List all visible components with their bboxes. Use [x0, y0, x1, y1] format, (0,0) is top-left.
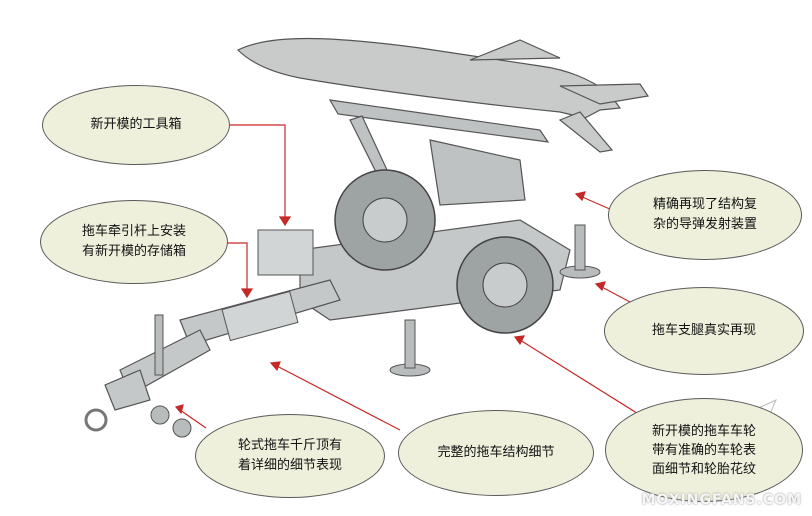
callout-launcher-line2: 杂的导弹发射装置	[652, 217, 757, 232]
callout-wheels-line1: 新开模的拖车车轮	[651, 423, 756, 439]
storage-box-shape	[221, 290, 299, 342]
callout-wheels: 新开模的拖车车轮 带有准确的车轮表 面细节和轮胎花纹	[605, 398, 803, 502]
callout-storage-box-line1: 拖车牵引杆上安装	[81, 224, 186, 239]
toolbox-shape	[257, 229, 314, 276]
callout-toolbox-text: 新开模的工具箱	[90, 117, 182, 132]
callout-launcher-line1: 精确再现了结构复	[652, 197, 757, 212]
leader-lines	[174, 124, 641, 431]
callout-launcher: 精确再现了结构复 杂的导弹发射装置	[608, 170, 802, 260]
callout-trailer-detail: 完整的拖车结构细节	[398, 410, 594, 496]
callout-wheels-line3: 面细节和轮胎花纹	[651, 461, 756, 477]
callout-toolbox: 新开模的工具箱	[42, 85, 230, 165]
callout-trailer-detail-text: 完整的拖车结构细节	[437, 445, 555, 460]
missile	[236, 37, 650, 153]
callout-wheels-line2: 带有准确的车轮表	[651, 442, 756, 458]
callout-jack-detail-line1: 轮式拖车千斤顶有	[237, 438, 342, 453]
callout-storage-box-line2: 有新开模的存储箱	[81, 244, 186, 259]
callout-legs-text: 拖车支腿真实再现	[651, 323, 756, 338]
stabiliser-legs	[389, 224, 601, 377]
callout-legs: 拖车支腿真实再现	[604, 287, 804, 375]
callout-jack-detail: 轮式拖车千斤顶有 着详细的细节表现	[195, 414, 385, 498]
callout-jack-detail-line2: 着详细的细节表现	[237, 458, 342, 473]
callout-storage-box: 拖车牵引杆上安装 有新开模的存储箱	[40, 200, 228, 284]
jack	[84, 314, 192, 438]
watermark-text: MOXINGFANS.COM	[641, 492, 802, 508]
trailer-wheels	[334, 169, 554, 334]
